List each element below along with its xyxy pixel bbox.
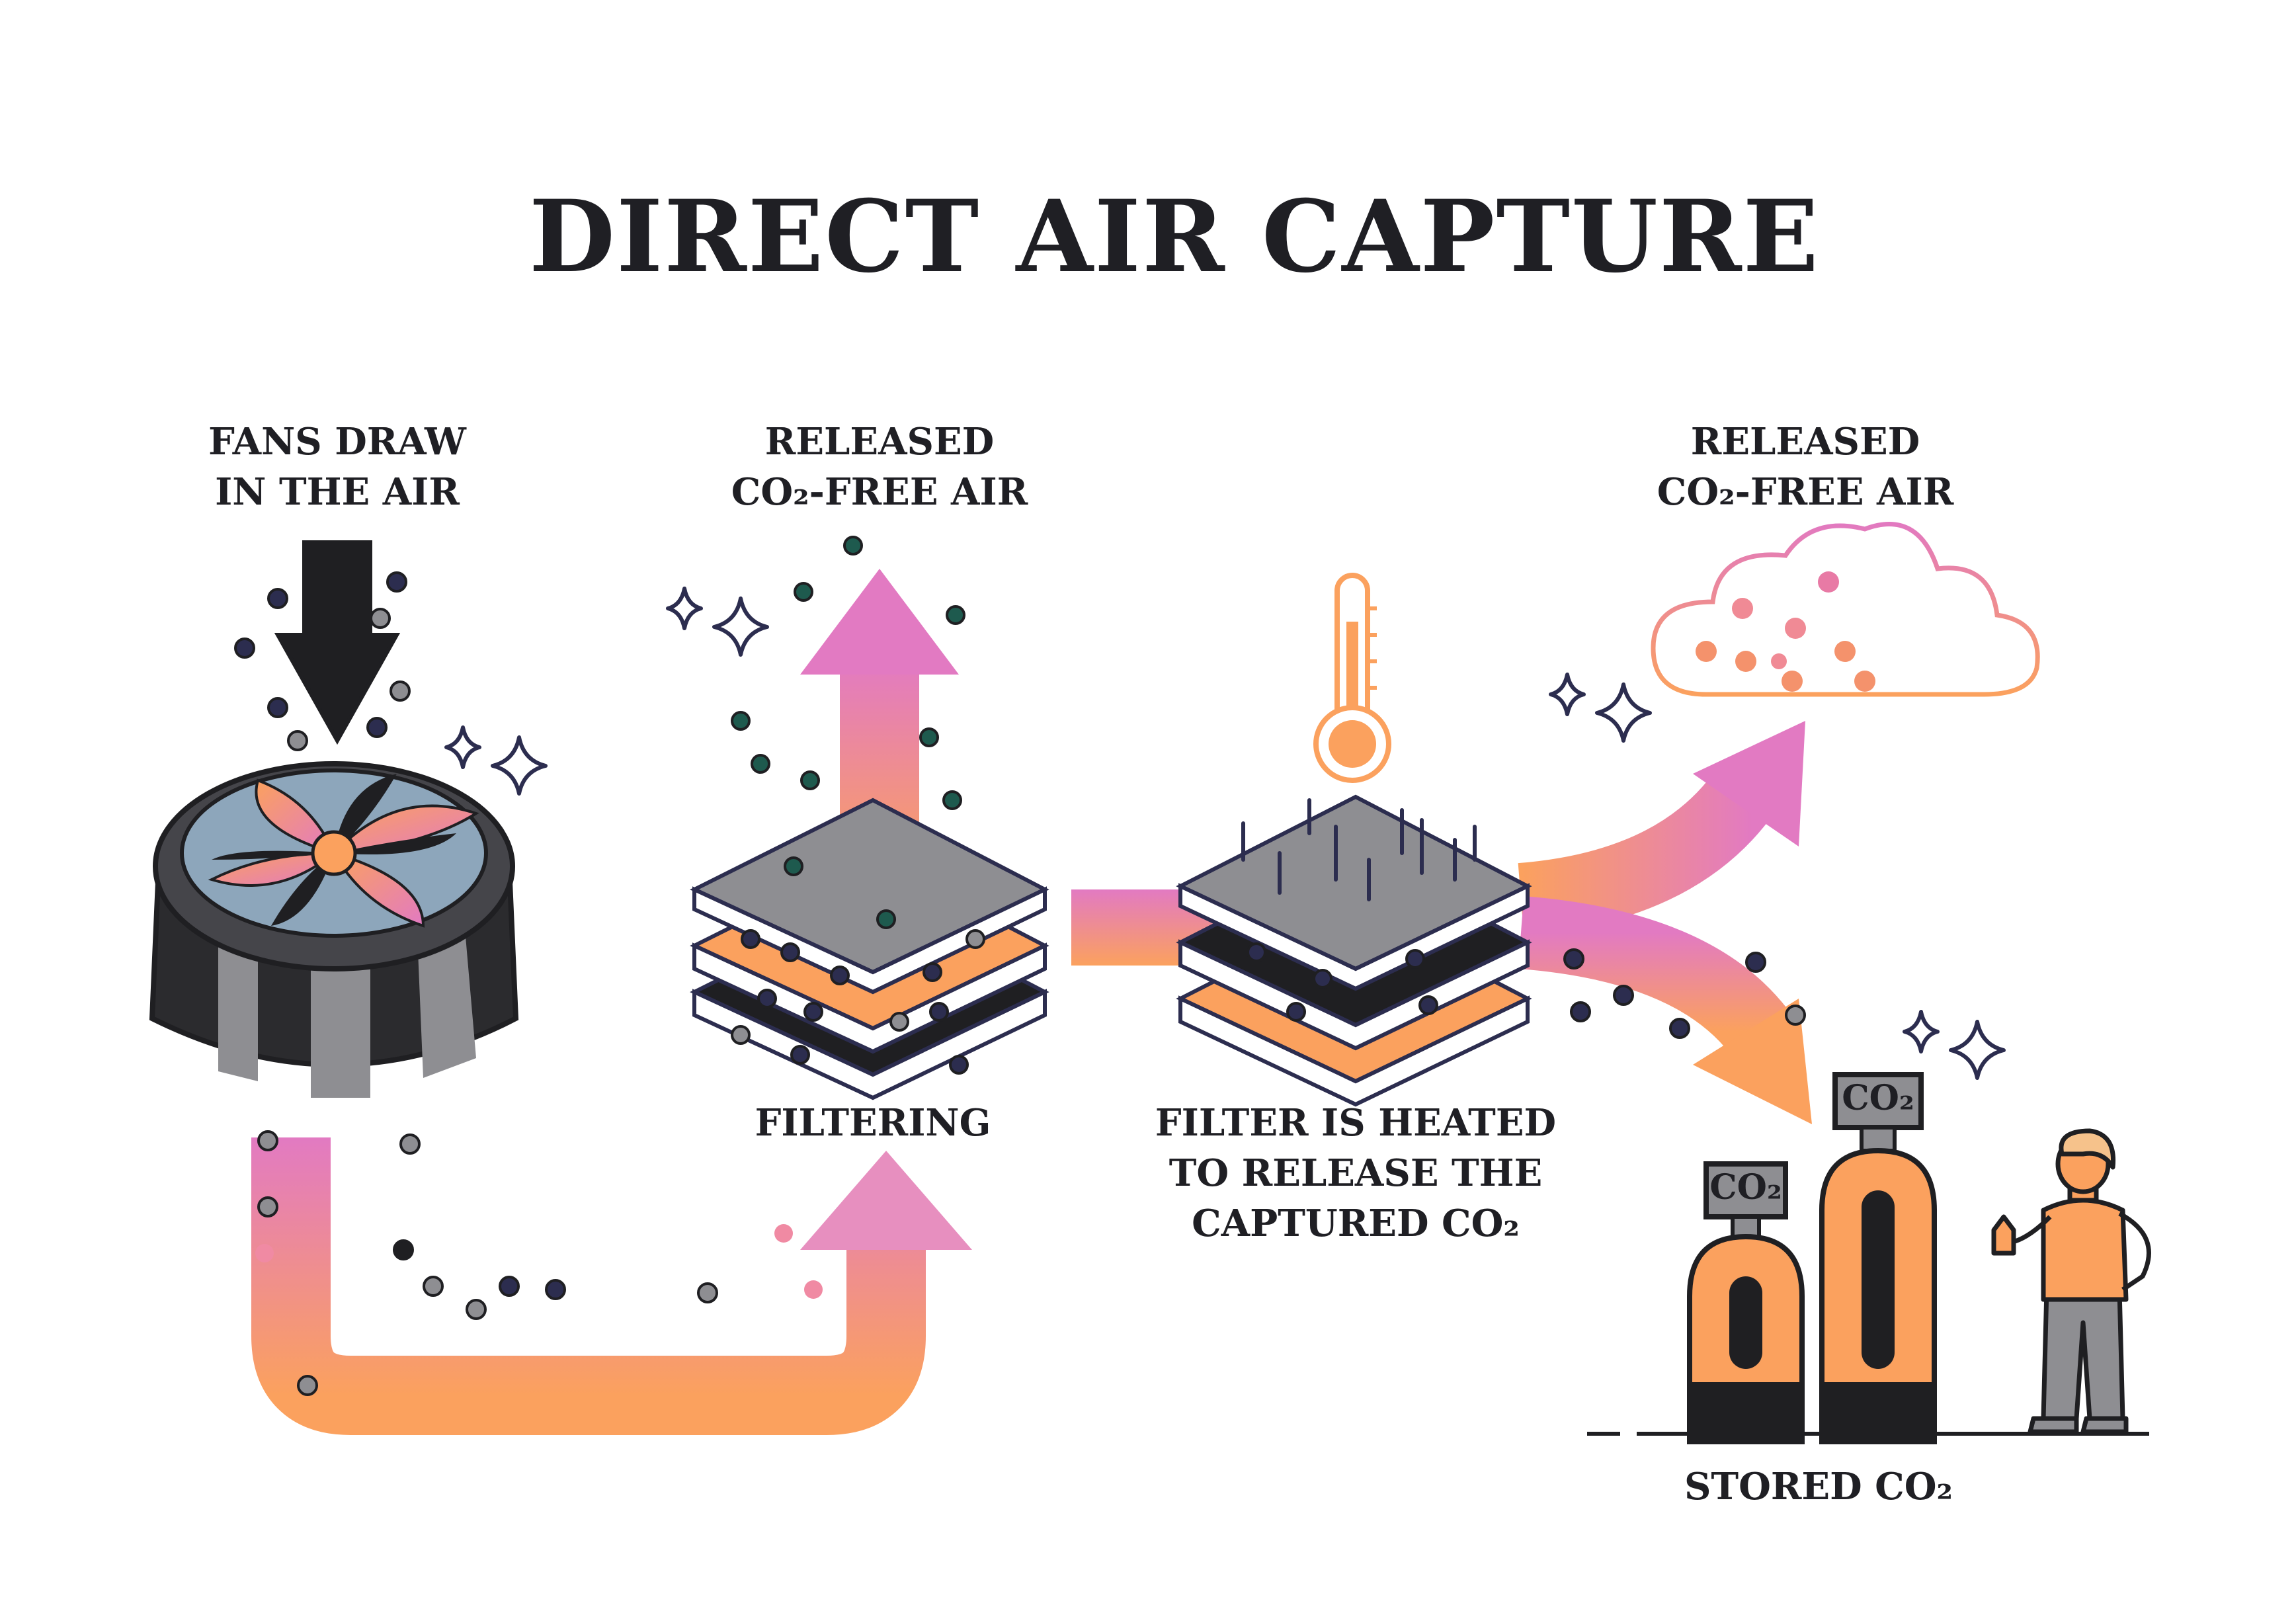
co2-tank-small-label: CO₂	[1709, 1167, 1782, 1208]
label-released-air-left: RELEASED CO₂-FREE AIR	[694, 417, 1065, 517]
label-stored-co2: STORED CO₂	[1684, 1465, 1953, 1508]
label-released-right-line-2: CO₂-FREE AIR	[1657, 470, 1954, 514]
thermometer-icon	[1313, 573, 1391, 783]
label-heated-line-1: FILTER IS HEATED	[1155, 1101, 1557, 1145]
label-filtering: FILTERING	[755, 1101, 991, 1145]
label-filter-heated: FILTER IS HEATED TO RELEASE THE CAPTURED…	[1124, 1098, 1587, 1249]
sparkle-icons	[444, 587, 2006, 1080]
filter-stack	[690, 798, 1049, 1100]
cloud-particles	[1696, 571, 1875, 692]
label-released-left-line-1: RELEASED	[764, 420, 995, 464]
released-air-arrow-right	[1518, 721, 1805, 936]
co2-tank-large-label: CO₂	[1842, 1078, 1914, 1118]
fan-unit	[149, 761, 519, 1098]
label-fans-line-2: IN THE AIR	[215, 470, 460, 514]
label-heated-line-2: TO RELEASE THE	[1168, 1151, 1543, 1195]
label-heated-line-3: CAPTURED CO₂	[1192, 1202, 1520, 1245]
fan-blades	[208, 774, 479, 928]
air-particles	[234, 536, 1806, 1396]
air-intake-arrow	[274, 540, 401, 745]
label-released-left-line-2: CO₂-FREE AIR	[731, 470, 1028, 514]
label-released-right-line-1: RELEASED	[1690, 420, 1920, 464]
intake-flow-arrow	[251, 1137, 972, 1435]
page-title: DIRECT AIR CAPTURE	[529, 179, 1820, 295]
captured-co2-arrow	[1518, 896, 1812, 1124]
label-fans-draw-air: FANS DRAW IN THE AIR	[165, 417, 509, 517]
clean-air-cloud-icon	[1651, 522, 2040, 697]
label-fans-line-1: FANS DRAW	[208, 420, 466, 464]
heated-filter-stack	[1176, 794, 1532, 1107]
label-released-air-right: RELEASED CO₂-FREE AIR	[1620, 417, 1990, 517]
co2-tank-large	[1819, 1072, 1937, 1444]
person-icon	[1991, 1128, 2151, 1434]
